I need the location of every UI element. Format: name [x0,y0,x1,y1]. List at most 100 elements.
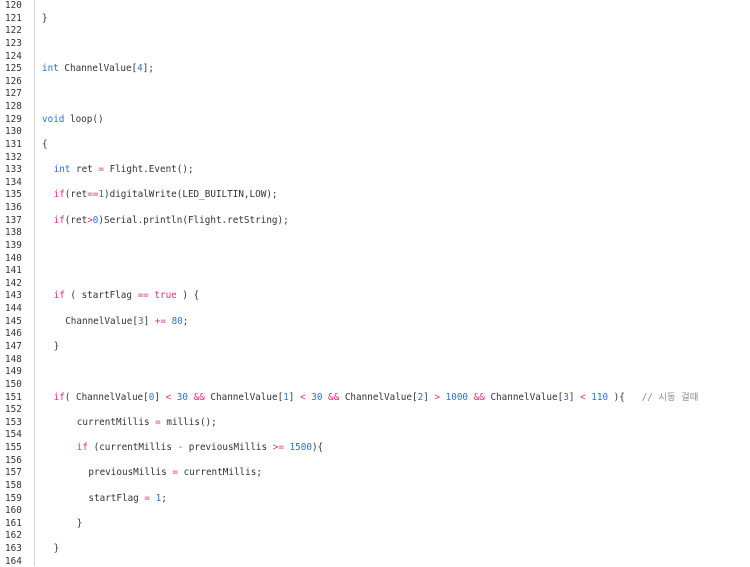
code-line[interactable]: if(ret==1)digitalWrite(LED_BUILTIN,LOW); [54,189,278,200]
code-token: > [434,391,441,403]
code-token: ( ChannelValue[ [64,391,149,403]
code-line[interactable]: int ret = Flight.Event(); [54,164,194,175]
code-token: == [137,290,149,302]
code-line[interactable]: { [42,139,48,150]
code-token: startFlag [88,492,145,504]
code-token: >= [272,442,284,454]
code-token: ] [154,391,166,403]
code-token: if [53,214,65,226]
code-line[interactable]: } [77,518,83,529]
code-token: ChannelValue[ [58,63,138,75]
code-token: ret [70,164,99,176]
code-token: currentMillis [76,416,156,428]
code-token: = [172,467,178,479]
code-line[interactable]: currentMillis = millis(); [77,417,217,428]
line-number: 145 [5,315,22,327]
code-line[interactable]: if (currentMillis - previousMillis >= 15… [77,442,323,453]
code-token: if [53,290,65,302]
code-line[interactable]: ChannelValue[3] += 80; [65,316,188,327]
code-token: 3 [137,315,144,327]
code-token: 1 [98,189,104,201]
code-token: if [53,189,65,201]
code-line[interactable]: if(ret>0)Serial.println(Flight.retString… [54,215,289,226]
code-comment: // 시동 걸때 [641,391,699,403]
line-number: 155 [5,442,22,454]
code-token: int [42,63,59,75]
code-line[interactable]: void loop() [42,114,104,125]
code-token: previousMillis [183,442,273,454]
code-token: ]; [142,63,154,75]
line-number: 137 [5,214,22,226]
line-number: 162 [5,530,22,542]
line-number: 144 [5,303,22,315]
code-token: ] [423,391,435,403]
code-token: > [87,214,93,226]
code-area[interactable]: }int ChannelValue[4];void loop(){int ret… [35,0,750,566]
line-number: 158 [5,479,22,491]
code-token: if [76,442,88,454]
code-token: loop() [64,113,104,125]
code-token: 4 [137,63,143,75]
line-number: 149 [5,366,22,378]
line-number: 135 [5,189,22,201]
code-line[interactable]: } [54,341,60,352]
code-token: 1500 [289,442,312,454]
code-token: previousMillis [88,467,173,479]
code-token: - [177,442,184,454]
code-token: ) { [176,290,200,302]
line-number: 136 [5,202,22,214]
code-token: currentMillis; [177,467,262,479]
line-number: 146 [5,328,22,340]
code-token: 1 [283,391,289,403]
code-token: int [53,164,71,176]
code-token: = [144,492,150,504]
code-token: < [300,391,306,403]
line-number: 157 [5,467,22,479]
line-number: 150 [5,378,22,390]
code-token: && [328,391,340,403]
code-token: == [87,189,99,201]
code-token: += [154,315,166,327]
code-line[interactable]: if ( startFlag == true ) { [54,290,200,301]
code-token: } [42,12,48,24]
line-number: 147 [5,341,22,352]
code-token: 3 [563,391,569,403]
code-token: < [580,391,586,403]
line-number: 127 [5,88,22,100]
code-token: } [53,341,60,352]
line-number: 128 [5,101,22,113]
line-number: 160 [5,505,22,517]
line-number: 138 [5,227,22,239]
line-number: 163 [5,543,22,555]
code-token: (ret [64,214,88,226]
code-line[interactable]: startFlag = 1; [88,493,166,504]
code-token: && [473,391,485,403]
code-token: ] [568,391,581,403]
code-line[interactable]: } [42,13,48,24]
code-token: < [165,391,172,403]
code-line[interactable]: previousMillis = currentMillis; [88,467,262,478]
line-number: 161 [5,517,22,529]
code-line[interactable]: int ChannelValue[4]; [42,63,154,74]
code-token: ; [161,492,167,504]
code-token: (currentMillis [88,442,178,454]
code-token: Flight.Event(); [104,164,194,176]
line-number: 120 [5,0,22,11]
line-number: 143 [5,290,22,302]
line-number: 123 [5,37,22,49]
code-token: if [53,391,65,403]
line-number: 126 [5,75,22,87]
code-token: && [193,391,205,403]
code-token: ] [288,391,300,403]
code-token: 0 [148,391,155,403]
code-token: ChannelValue[ [204,391,284,403]
code-line[interactable]: } [54,543,60,554]
code-line[interactable]: if( ChannelValue[0] < 30 && ChannelValue… [54,392,699,403]
line-number: 152 [5,404,22,416]
line-number: 139 [5,239,22,251]
line-number: 141 [5,265,22,277]
code-token: ){ [311,442,324,454]
code-token: ){ [608,391,642,403]
